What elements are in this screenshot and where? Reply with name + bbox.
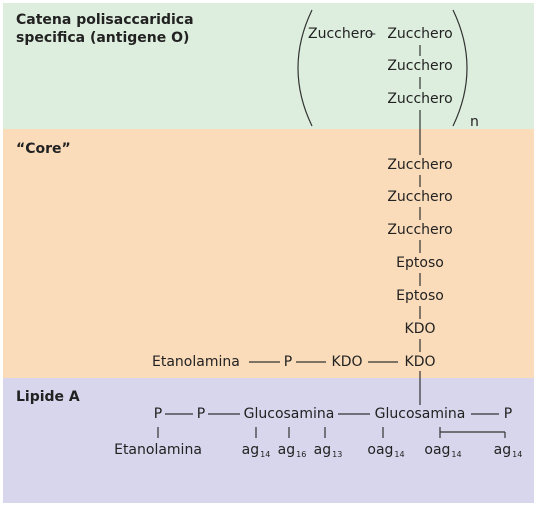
glucosamine-1: Glucosamina: [243, 406, 335, 422]
fatty-acid-3: ag13: [313, 442, 343, 459]
o-antigen-sugar-top-right: Zucchero: [387, 26, 453, 42]
fatty-acid-6: ag14: [493, 442, 523, 459]
o-antigen-heading: Catena polisaccaridica specifica (antige…: [16, 11, 194, 47]
fatty-acid-1: ag14: [241, 442, 271, 459]
o-antigen-heading-line2: specifica (antigene O): [16, 30, 190, 46]
lipid-a-heading: Lipide A: [16, 389, 80, 405]
lipid-a-phosphate-1: P: [153, 406, 163, 422]
lipid-a-region: [3, 378, 534, 503]
left-parenthesis: [297, 9, 313, 127]
kdo-2: KDO: [404, 354, 436, 370]
core-heading: “Core”: [16, 141, 71, 157]
lipid-a-ethanolamine: Etanolamina: [114, 442, 202, 458]
core-region: [3, 129, 534, 378]
o-antigen-heading-line1: Catena polisaccaridica: [16, 12, 194, 28]
core-sugar-2: Zucchero: [387, 189, 453, 205]
fatty-acid-4: oag14: [367, 442, 405, 459]
fatty-acid-5: oag14: [424, 442, 462, 459]
o-antigen-region: [3, 3, 534, 129]
core-sugar-1: Zucchero: [387, 157, 453, 173]
heptose-2: Eptoso: [396, 288, 444, 304]
o-antigen-sugar-bottom: Zucchero: [387, 91, 453, 107]
core-phosphate: P: [283, 354, 293, 370]
heptose-1: Eptoso: [396, 255, 444, 271]
repeat-count-n: n: [470, 114, 479, 130]
kdo-3: KDO: [331, 354, 363, 370]
right-parenthesis: [452, 9, 468, 127]
fatty-acid-2: ag16: [277, 442, 307, 459]
o-antigen-bond-dash: –: [369, 26, 376, 42]
glucosamine-2: Glucosamina: [374, 406, 466, 422]
core-ethanolamine: Etanolamina: [152, 354, 240, 370]
kdo-1: KDO: [404, 321, 436, 337]
core-sugar-3: Zucchero: [387, 222, 453, 238]
lipid-a-phosphate-3: P: [503, 406, 513, 422]
o-antigen-sugar-middle: Zucchero: [387, 58, 453, 74]
lipid-a-phosphate-2: P: [196, 406, 206, 422]
o-antigen-sugar-top-left: Zucchero: [308, 26, 374, 42]
